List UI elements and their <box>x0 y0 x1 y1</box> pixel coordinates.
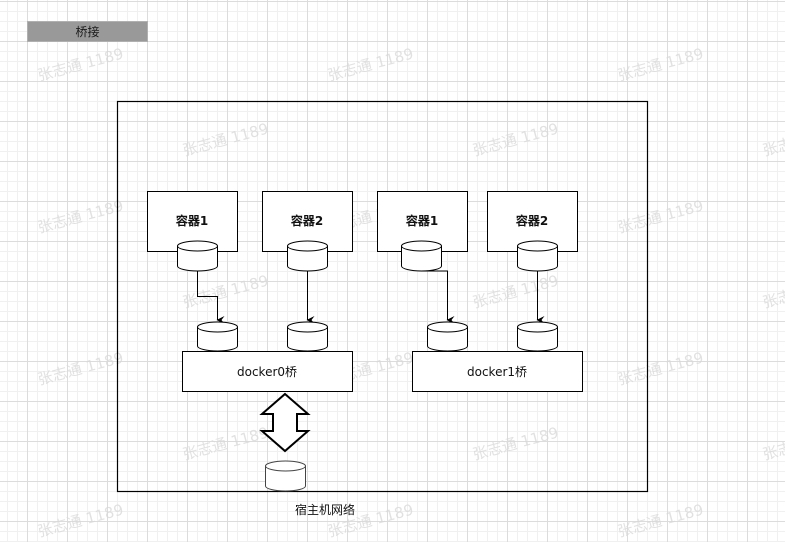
bridge-box[interactable] <box>412 351 583 392</box>
bridge-box[interactable] <box>182 351 353 392</box>
container-label: 容器1 <box>175 213 208 228</box>
container-interface-cylinder[interactable] <box>177 240 218 272</box>
bridge-group-1: 容器1 容器2 docker1桥 <box>377 191 583 392</box>
container-label: 容器2 <box>515 213 548 228</box>
connector-arrow[interactable] <box>197 271 225 324</box>
bridge-port-cylinder[interactable] <box>427 321 468 352</box>
host-boundary-box[interactable] <box>116 100 649 493</box>
bridge-label: docker1桥 <box>467 365 527 379</box>
container-interface-cylinder[interactable] <box>401 240 442 272</box>
bidirectional-arrow[interactable] <box>259 392 311 453</box>
diagram-title[interactable]: 桥接 <box>27 21 148 42</box>
bridge-port-cylinder[interactable] <box>197 321 238 352</box>
container-label: 容器1 <box>405 213 438 228</box>
bridge-label: docker0桥 <box>237 365 297 379</box>
host-network-cylinder[interactable] <box>265 460 306 492</box>
container-label: 容器2 <box>290 213 323 228</box>
bridge-group-0: 容器1 容器2 docker0桥 <box>147 191 353 392</box>
host-network-label: 宿主机网络 <box>295 502 355 517</box>
container-interface-cylinder[interactable] <box>287 240 328 272</box>
bridge-port-cylinder[interactable] <box>287 321 328 352</box>
bridge-port-cylinder[interactable] <box>517 321 558 352</box>
connector-arrow[interactable] <box>421 270 455 324</box>
container-interface-cylinder[interactable] <box>517 240 558 272</box>
